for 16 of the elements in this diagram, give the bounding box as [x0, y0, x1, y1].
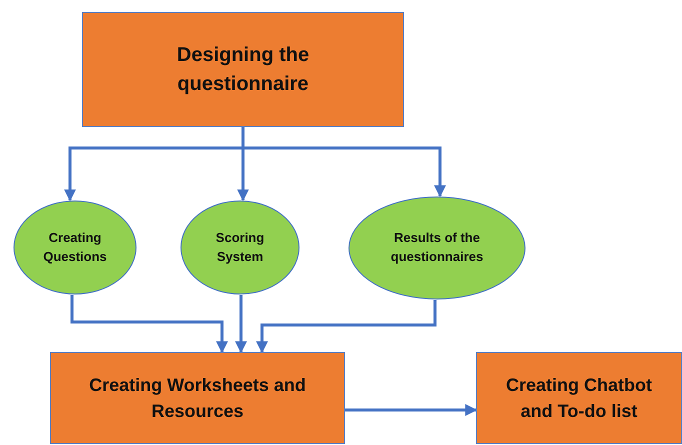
arrow — [345, 404, 478, 416]
process-box — [50, 352, 345, 444]
process-box — [82, 12, 404, 127]
node-label: Results of the questionnaires — [390, 229, 484, 266]
arrow — [235, 295, 247, 354]
process-ellipse — [13, 200, 137, 295]
process-ellipse — [348, 196, 526, 300]
process-ellipse — [180, 200, 300, 295]
process-box — [476, 352, 682, 444]
arrow — [70, 294, 228, 354]
node-label: Designing the questionnaire — [176, 42, 310, 96]
node-label: Creating Questions — [42, 228, 108, 266]
arrow — [256, 300, 436, 354]
node-label: Scoring System — [214, 228, 266, 266]
node-label: Creating Worksheets and Resources — [88, 374, 307, 423]
node-label: Creating Chatbot and To-do list — [505, 374, 653, 423]
